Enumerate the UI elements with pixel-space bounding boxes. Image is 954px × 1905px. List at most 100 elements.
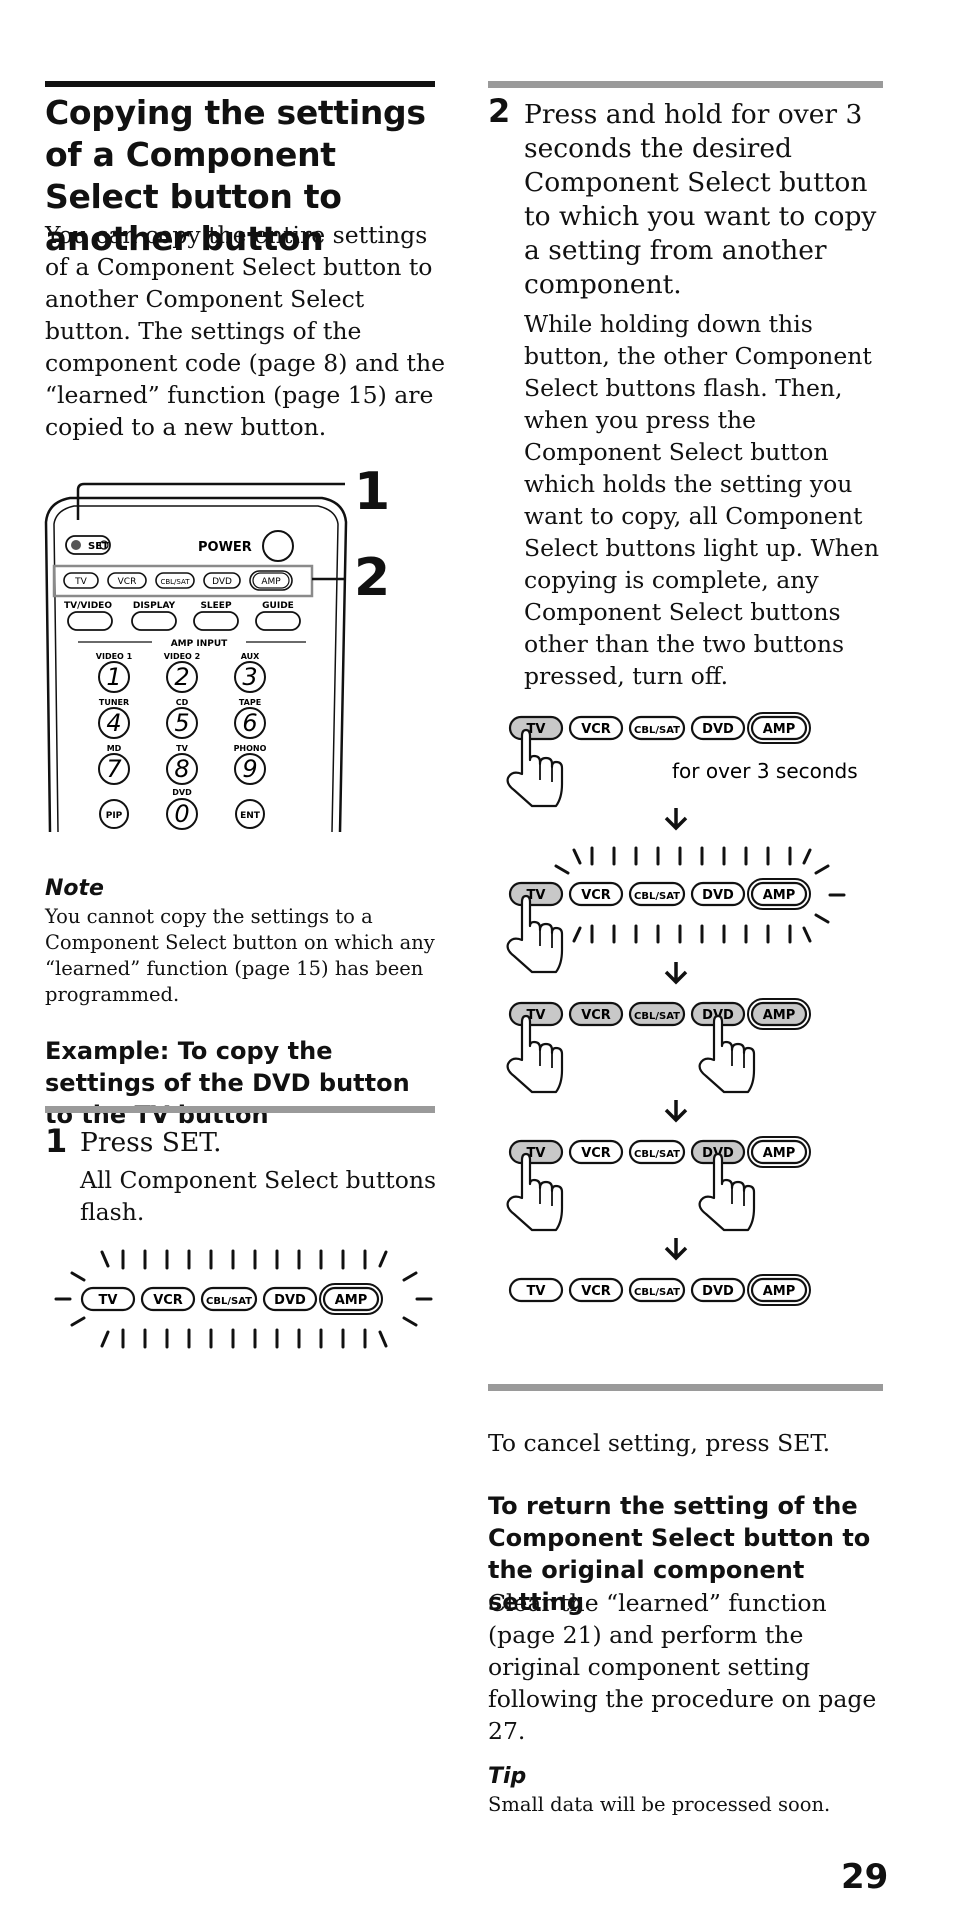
btn-tv xyxy=(80,1286,136,1312)
svg-text:TV/VIDEO: TV/VIDEO xyxy=(64,601,112,611)
btn-tv-label: TV xyxy=(99,1293,118,1308)
remote-number-keys: VIDEO 1 1 VIDEO 2 2 AUX 3 TUNER 4 CD 5 T… xyxy=(96,652,267,830)
tip-label: Tip xyxy=(488,1764,527,1789)
component-select-highlight xyxy=(52,564,314,598)
seq-row-2-rays xyxy=(554,846,846,944)
btn-vcr-label: VCR xyxy=(581,1284,611,1299)
title-rule xyxy=(45,81,435,87)
svg-text:TUNER: TUNER xyxy=(99,698,129,707)
svg-text:SLEEP: SLEEP xyxy=(200,601,232,611)
btn-dvd-label: DVD xyxy=(702,1284,734,1299)
btn-amp-label: AMP xyxy=(763,888,796,903)
btn-amp xyxy=(750,1277,808,1303)
svg-text:0: 0 xyxy=(174,800,189,828)
remote-function-buttons: TV/VIDEO DISPLAY SLEEP GUIDE xyxy=(64,601,301,631)
note-text: You cannot copy the settings to a Compon… xyxy=(45,905,435,1006)
svg-text:8: 8 xyxy=(174,755,189,783)
svg-text:CD: CD xyxy=(176,698,189,707)
step-1-text: All Component Select buttons flash. xyxy=(80,1166,437,1226)
btn-tv-label: TV xyxy=(527,1008,546,1023)
btn-amp-label: AMP xyxy=(335,1293,368,1308)
btn-vcr xyxy=(140,1286,196,1312)
btn-cblsat-label: CBL/SAT xyxy=(634,725,680,736)
btn-dvd xyxy=(262,1286,318,1312)
remote-btn-amp: AMP xyxy=(261,577,281,587)
remote-btn-dvd: DVD xyxy=(212,577,232,587)
btn-dvd xyxy=(690,715,746,741)
flash-rays xyxy=(54,1249,433,1349)
btn-tv-label: TV xyxy=(527,888,546,903)
page-number: 29 xyxy=(841,1857,889,1897)
return-text: Clear the “learned” function (page 21) a… xyxy=(488,1589,877,1745)
svg-text:VIDEO 2: VIDEO 2 xyxy=(164,652,200,661)
hand-tv-1 xyxy=(506,728,564,808)
return-heading: To return the setting of the Component S… xyxy=(488,1492,871,1616)
btn-dvd-label: DVD xyxy=(702,888,734,903)
btn-cblsat xyxy=(628,1001,686,1027)
btn-cblsat-label: CBL/SAT xyxy=(206,1296,252,1307)
hand-dvd-4 xyxy=(698,1152,756,1232)
hold-caption: for over 3 seconds xyxy=(672,759,858,783)
btn-vcr xyxy=(568,881,624,907)
cancel-text: To cancel setting, press SET. xyxy=(488,1429,831,1457)
seq-row-2: TV VCR CBL/SAT DVD AMP xyxy=(508,878,811,910)
hand-tv-2 xyxy=(506,894,564,974)
svg-text:TAPE: TAPE xyxy=(239,698,261,707)
btn-vcr xyxy=(568,1139,624,1165)
btn-amp-label: AMP xyxy=(763,1284,796,1299)
hand-tv-4 xyxy=(506,1152,564,1232)
note-label: Note xyxy=(45,876,104,901)
btn-cblsat-label: CBL/SAT xyxy=(634,1149,680,1160)
arrow-down-4 xyxy=(664,1238,688,1261)
svg-text:3: 3 xyxy=(242,663,257,691)
btn-cblsat xyxy=(628,881,686,907)
example-rule xyxy=(45,1106,435,1113)
step-1-number: 1 xyxy=(45,1122,68,1160)
step-2-rule xyxy=(488,81,883,88)
btn-cblsat xyxy=(628,715,686,741)
example-heading: Example: To copy the settings of the DVD… xyxy=(45,1037,410,1129)
remote-component-buttons: TV VCR CBL/SAT DVD AMP xyxy=(63,570,293,591)
btn-dvd xyxy=(690,1277,746,1303)
btn-cblsat xyxy=(628,1277,686,1303)
btn-dvd xyxy=(690,881,746,907)
btn-cblsat xyxy=(628,1139,686,1165)
svg-text:6: 6 xyxy=(242,709,257,737)
btn-tv xyxy=(508,1277,564,1303)
btn-amp xyxy=(750,1001,808,1027)
btn-amp-label: AMP xyxy=(763,1008,796,1023)
svg-text:GUIDE: GUIDE xyxy=(262,601,294,611)
arrow-down-3 xyxy=(664,1100,688,1123)
step2-sequence-illustration: TV VCR CBL/SAT DVD AMP for over 3 seconds TV… xyxy=(506,712,858,1306)
btn-vcr-label: VCR xyxy=(581,722,611,737)
step-2-number: 2 xyxy=(488,92,511,130)
svg-text:7: 7 xyxy=(106,755,122,783)
step-1-title: Press SET. xyxy=(80,1127,222,1158)
svg-text:DISPLAY: DISPLAY xyxy=(133,601,176,611)
btn-dvd-label: DVD xyxy=(702,722,734,737)
btn-vcr xyxy=(568,1277,624,1303)
btn-dvd-label: DVD xyxy=(274,1293,306,1308)
callout-line-1 xyxy=(76,482,345,520)
hand-dvd-3 xyxy=(698,1014,756,1094)
btn-tv-label: TV xyxy=(527,1284,546,1299)
arrow-down-1 xyxy=(664,808,688,831)
btn-cblsat xyxy=(200,1286,258,1312)
callout-number-2: 2 xyxy=(354,548,391,608)
callout-number-1: 1 xyxy=(354,462,391,522)
btn-cblsat-label: CBL/SAT xyxy=(634,891,680,902)
step-2-title: Press and hold for over 3 seconds the de… xyxy=(524,99,877,300)
btn-amp xyxy=(750,1139,808,1165)
btn-vcr-label: VCR xyxy=(581,888,611,903)
amp-input-label: AMP INPUT xyxy=(171,639,228,649)
svg-text:4: 4 xyxy=(106,709,121,737)
page-title: Copying the settings of a Component Sele… xyxy=(45,93,426,258)
btn-tv-label: TV xyxy=(527,1146,546,1161)
tip-text: Small data will be processed soon. xyxy=(488,1793,831,1816)
intro-text: You can copy the entire settings of a Co… xyxy=(45,221,445,441)
btn-vcr-label: VCR xyxy=(581,1008,611,1023)
